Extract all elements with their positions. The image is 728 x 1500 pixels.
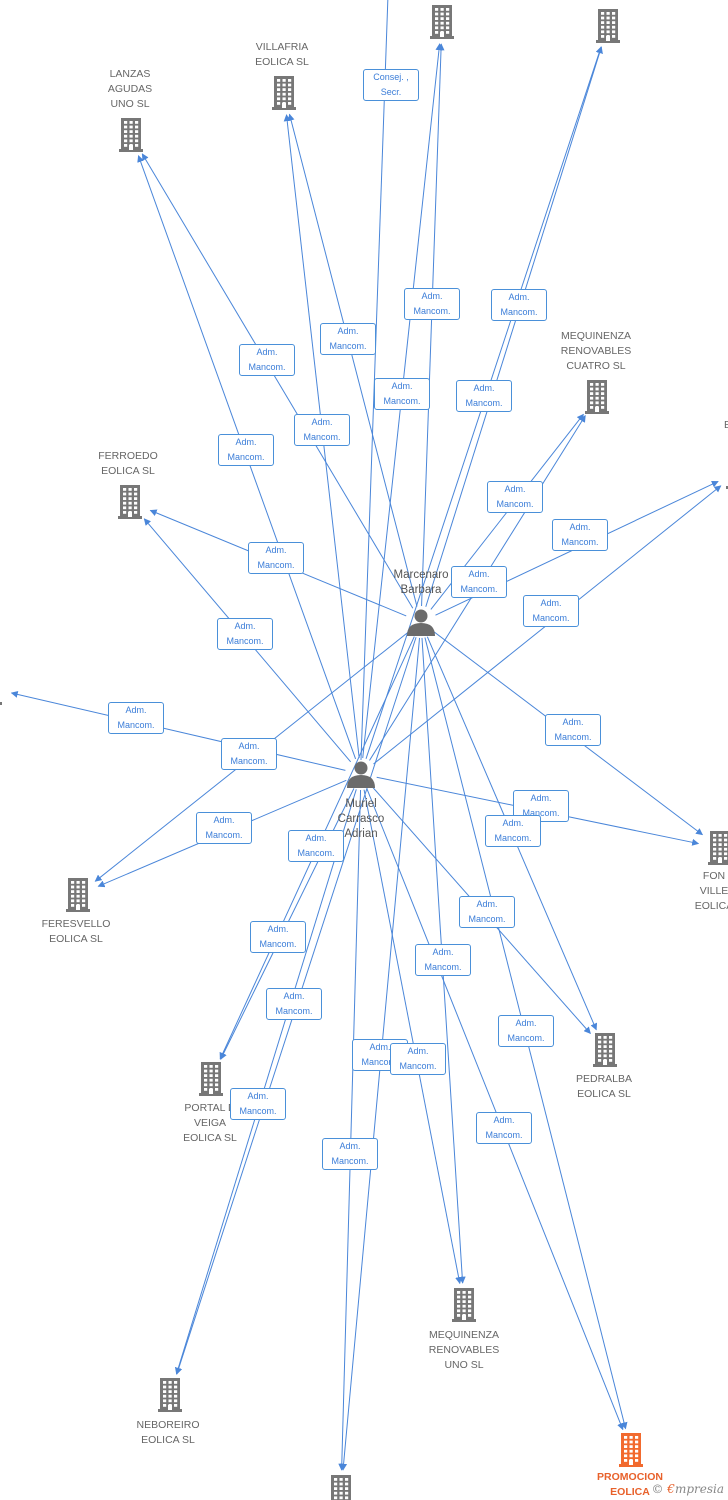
marcenaro-person-icon[interactable]	[407, 609, 435, 637]
role-label-8[interactable]: Adm. Mancom.	[218, 434, 274, 466]
lanzas-label[interactable]: LANZAS AGUDAS UNO SL	[107, 68, 153, 110]
edge-muriel-promocion	[366, 788, 624, 1431]
role-label-14[interactable]: Adm. Mancom.	[217, 618, 273, 650]
role-label-6[interactable]: Adm. Mancom.	[456, 380, 512, 412]
mequinenza4-building-icon[interactable]	[585, 380, 609, 414]
role-label-23[interactable]: Adm. Mancom.	[250, 921, 306, 953]
marcenaro-label[interactable]: Marcenaro Barbara	[393, 569, 449, 596]
leftOff-building-icon[interactable]	[0, 671, 2, 705]
mequinenza4-label[interactable]: MEQUINENZA RENOVABLES CUATRO SL	[560, 330, 632, 372]
mequinenza1-building-icon[interactable]	[452, 1288, 476, 1322]
empresia-watermark: © €mpresia	[651, 1482, 724, 1496]
portal-building-icon[interactable]	[199, 1062, 223, 1096]
pedralba-building-icon[interactable]	[593, 1033, 617, 1067]
role-label-21[interactable]: Adm. Mancom.	[288, 830, 344, 862]
role-label-29[interactable]: Adm. Mancom.	[230, 1088, 286, 1120]
edge-marcenaro-lanzas	[141, 153, 414, 609]
role-label-1[interactable]: Adm. Mancom.	[404, 288, 460, 320]
neboreiro-building-icon[interactable]	[158, 1378, 182, 1412]
neboreiro-label[interactable]: NEBOREIRO EOLICA SL	[136, 1419, 200, 1446]
top1-building-icon[interactable]	[430, 5, 454, 39]
edge-muriel-bottom	[338, 789, 362, 1471]
role-label-10[interactable]: Adm. Mancom.	[552, 519, 608, 551]
role-label-31[interactable]: Adm. Mancom.	[322, 1138, 378, 1170]
rightTop-building-icon[interactable]	[726, 455, 728, 489]
role-label-15[interactable]: Adm. Mancom.	[108, 702, 164, 734]
role-label-16[interactable]: Adm. Mancom.	[221, 738, 277, 770]
role-label-9[interactable]: Adm. Mancom.	[487, 481, 543, 513]
role-label-30[interactable]: Adm. Mancom.	[476, 1112, 532, 1144]
ferroedo-label[interactable]: FERROEDO EOLICA SL	[98, 450, 158, 477]
role-label-12[interactable]: Adm. Mancom.	[451, 566, 507, 598]
role-label-26[interactable]: Adm. Mancom.	[498, 1015, 554, 1047]
role-label-3[interactable]: Adm. Mancom.	[320, 323, 376, 355]
brand-rest: mpresia	[674, 1482, 724, 1496]
feresvello-building-icon[interactable]	[66, 878, 90, 912]
edge-muriel-mequinenza1	[363, 789, 463, 1285]
role-label-19[interactable]: Adm. Mancom.	[485, 815, 541, 847]
edge-secretary	[360, 0, 389, 761]
muriel-person-icon[interactable]	[347, 761, 375, 789]
role-label-17[interactable]: Adm. Mancom.	[545, 714, 601, 746]
nodes-layer	[0, 5, 728, 1500]
lanzas-building-icon[interactable]	[119, 118, 143, 152]
role-label-0[interactable]: Consej. , Secr.	[363, 69, 419, 101]
rightTop-label[interactable]: T EOI	[723, 419, 728, 431]
role-label-13[interactable]: Adm. Mancom.	[523, 595, 579, 627]
fontvillel-label[interactable]: FON VILLE EOLICA	[694, 870, 728, 912]
fontvillel-building-icon[interactable]	[708, 831, 728, 865]
edge-marcenaro-villafria	[287, 113, 418, 607]
edge-marcenaro-top2	[425, 46, 603, 607]
role-label-24[interactable]: Adm. Mancom.	[415, 944, 471, 976]
edge-muriel-neboreiro	[174, 789, 357, 1375]
role-label-25[interactable]: Adm. Mancom.	[266, 988, 322, 1020]
mequinenza1-label[interactable]: MEQUINENZA RENOVABLES UNO SL	[428, 1329, 500, 1371]
promocion-label[interactable]: PROMOCION EOLICA	[597, 1471, 663, 1498]
copyright-symbol: ©	[651, 1482, 664, 1496]
villafria-building-icon[interactable]	[272, 76, 296, 110]
bottom-building-icon[interactable]	[329, 1475, 353, 1500]
edges-layer	[10, 0, 722, 1471]
pedralba-label[interactable]: PEDRALBA EOLICA SL	[575, 1073, 633, 1100]
portal-label[interactable]: PORTAL D VEIGA EOLICA SL	[183, 1102, 237, 1144]
role-label-20[interactable]: Adm. Mancom.	[196, 812, 252, 844]
feresvello-label[interactable]: FERESVELLO EOLICA SL	[41, 918, 111, 945]
brand-initial: €	[667, 1482, 675, 1496]
role-label-11[interactable]: Adm. Mancom.	[248, 542, 304, 574]
edge-muriel-leftOff	[10, 690, 346, 771]
promocion-building-icon[interactable]	[619, 1433, 643, 1467]
muriel-label[interactable]: Muriel Carrasco Adrian	[337, 798, 385, 840]
role-label-28[interactable]: Adm. Mancom.	[390, 1043, 446, 1075]
edge-marcenaro-top1	[421, 43, 445, 607]
villafria-label[interactable]: VILLAFRIA EOLICA SL	[255, 41, 309, 68]
top2-building-icon[interactable]	[596, 9, 620, 43]
role-label-5[interactable]: Adm. Mancom.	[374, 378, 430, 410]
role-label-22[interactable]: Adm. Mancom.	[459, 896, 515, 928]
role-label-4[interactable]: Adm. Mancom.	[239, 344, 295, 376]
ferroedo-building-icon[interactable]	[118, 485, 142, 519]
role-label-7[interactable]: Adm. Mancom.	[294, 414, 350, 446]
role-label-2[interactable]: Adm. Mancom.	[491, 289, 547, 321]
